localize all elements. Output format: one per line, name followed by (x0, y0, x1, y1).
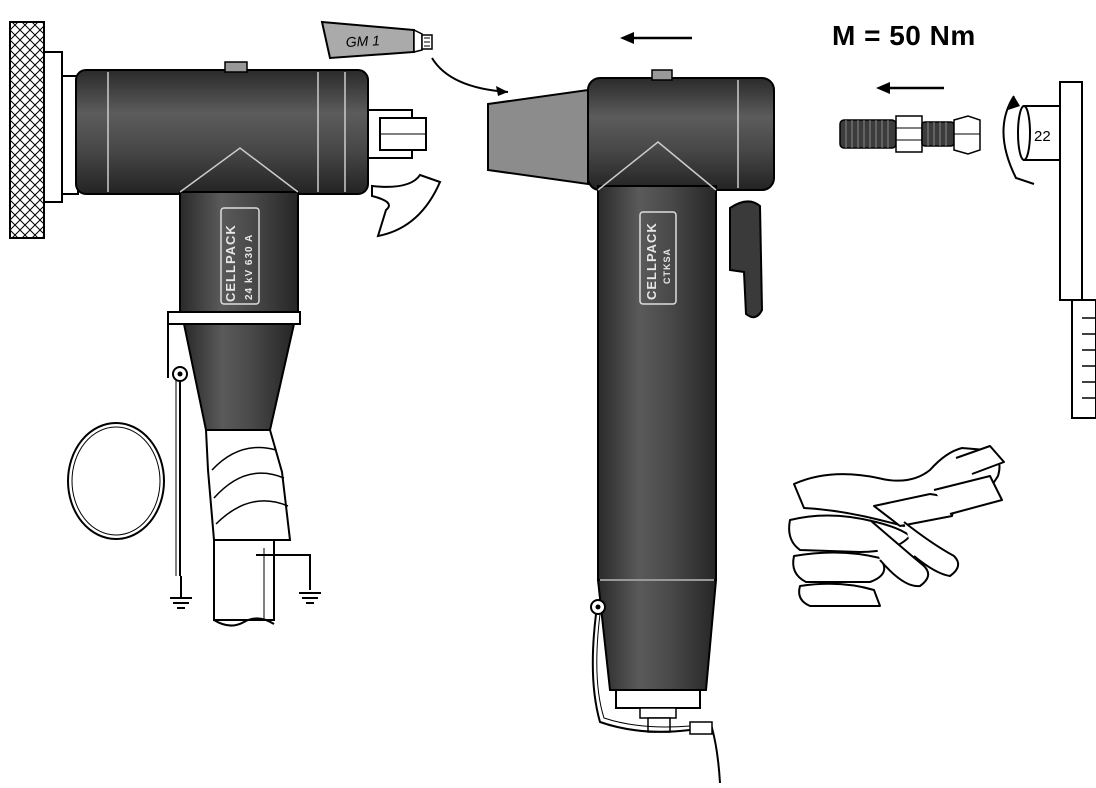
right-lower-section (596, 579, 718, 691)
left-tape-wrap (204, 429, 292, 541)
torque-wrench: 22 (1002, 81, 1096, 419)
right-arrow-to-bolt-icon (876, 82, 944, 94)
hatched-wall-plate (9, 21, 45, 239)
left-earth-bar (167, 311, 301, 325)
right-horizontal-body (587, 77, 775, 191)
left-rating-text: 24 kV 630 A (244, 234, 255, 300)
left-cable (213, 539, 275, 621)
right-model-text: CTKSA (662, 248, 672, 284)
bushing-flange (43, 51, 63, 203)
rotation-arrow-icon (371, 173, 442, 238)
gm1-grease-tube: GM 1 (320, 20, 433, 60)
left-brand-text: CELLPACK (223, 224, 238, 302)
right-top-screw (651, 69, 673, 81)
right-label-plate (639, 211, 677, 305)
coiled-earth-wire (67, 422, 165, 540)
right-t-connector: CELLPACK CTKSA (487, 69, 775, 784)
right-brand-text: CELLPACK (644, 222, 659, 300)
left-vertical-body (179, 191, 299, 317)
left-cone (182, 323, 296, 431)
left-top-screw (224, 61, 248, 73)
right-side-lug (729, 200, 764, 319)
apply-grease-arrow-icon (431, 57, 509, 93)
threaded-bolt (839, 115, 981, 155)
left-t-connector: CELLPACK 24 kV 630 A (9, 21, 442, 627)
push-direction-arrow-icon (620, 32, 692, 44)
left-label-plate (220, 207, 260, 305)
ground-icon (170, 576, 192, 609)
hand-with-cutter-illustration (788, 445, 1005, 607)
ground-icon (299, 592, 321, 604)
torque-label: M = 50 Nm (832, 20, 976, 51)
tighten-rotation-arrow-icon (1002, 95, 1035, 185)
right-earth-wire (591, 613, 721, 784)
right-grey-cone (487, 88, 589, 186)
wrench-size-text: 22 (1034, 128, 1051, 145)
tube-label: GM 1 (345, 32, 380, 50)
left-horizontal-body (75, 69, 369, 195)
